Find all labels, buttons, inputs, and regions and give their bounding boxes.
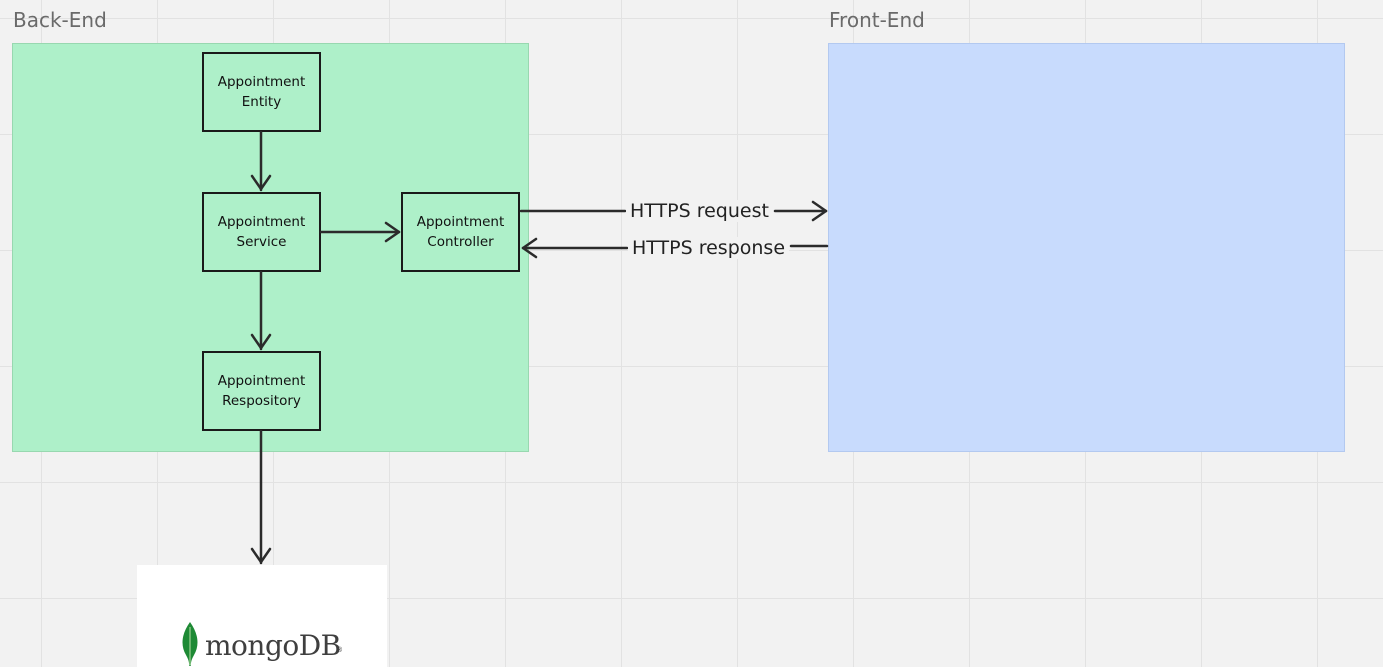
frontend-frame-title: Front-End [829, 8, 925, 32]
mongodb-wordmark: mongoDB [205, 629, 341, 662]
backend-frame-title: Back-End [13, 8, 107, 32]
https-response-label: HTTPS response [628, 237, 790, 259]
appointment-service-label: Appointment Service [217, 214, 306, 250]
backend-frame[interactable] [12, 43, 529, 452]
appointment-controller-label: Appointment Controller [416, 214, 505, 250]
appointment-entity-label: Appointment Entity [217, 74, 306, 110]
repository-to-mongodb-arrow[interactable] [250, 429, 272, 565]
appointment-controller-node[interactable]: Appointment Controller [401, 192, 520, 272]
service-to-controller-arrow[interactable] [319, 221, 401, 243]
frontend-frame[interactable] [828, 43, 1345, 452]
https-request-label: HTTPS request [626, 200, 773, 222]
entity-to-service-arrow[interactable] [250, 130, 272, 192]
https-response-arrow[interactable] [521, 237, 829, 259]
appointment-repository-label: Appointment Respository [217, 373, 306, 409]
https-request-arrow[interactable] [519, 200, 828, 222]
mongodb-leaf-icon [182, 622, 198, 666]
mongodb-registered-mark: ® [337, 647, 343, 654]
service-to-repository-arrow[interactable] [250, 270, 272, 351]
mongodb-logo-card[interactable] [137, 565, 387, 667]
